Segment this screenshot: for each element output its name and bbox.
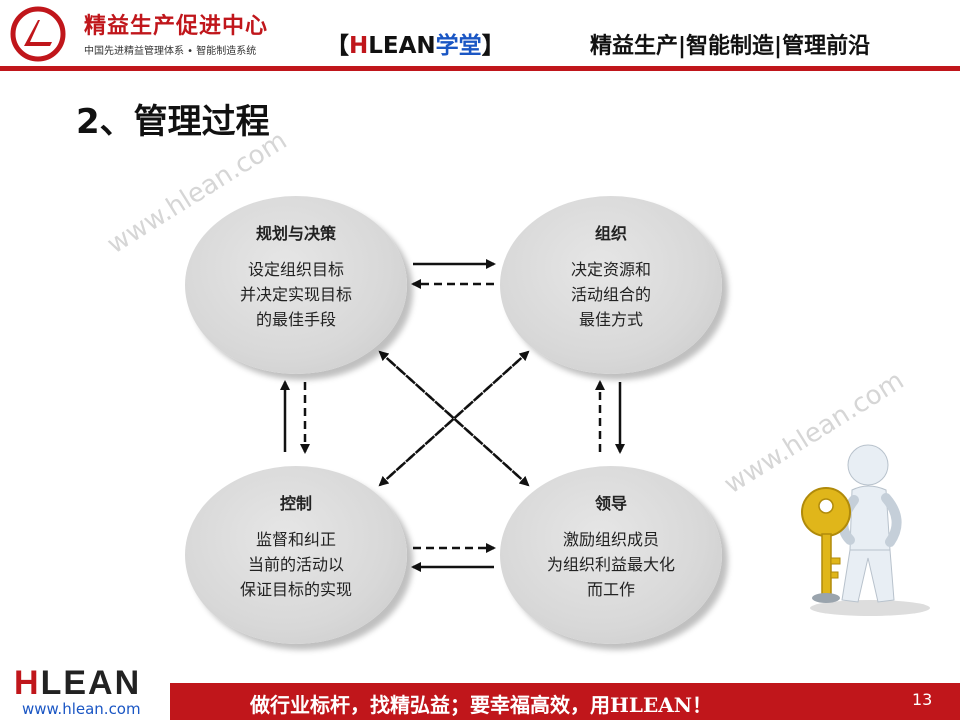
page-number: 13 <box>912 690 933 709</box>
logo-title: 精益生产促进中心 <box>84 14 269 39</box>
header-bar: 精益生产促进中心 中国先进精益管理体系 • 智能制造系统 【HLEAN学堂】 精… <box>0 0 960 72</box>
node-controlling-line: 当前的活动以 <box>247 555 344 574</box>
footer-logo-lean: LEAN <box>40 664 142 702</box>
node-organizing-title: 组织 <box>594 224 627 243</box>
header-divider <box>0 66 960 71</box>
node-organizing-line: 决定资源和 <box>570 260 651 279</box>
arrow-ctrl-to-org <box>379 350 530 486</box>
brand-open-bracket: 【 <box>326 33 349 59</box>
footer-url[interactable]: www.hlean.com <box>22 700 141 718</box>
node-leading-line: 激励组织成员 <box>562 530 659 549</box>
node-controlling-title: 控制 <box>279 494 312 513</box>
brand-close-bracket: 】 <box>481 33 505 59</box>
footer-logo: HLEAN <box>14 664 141 703</box>
node-leading-title: 领导 <box>594 494 627 513</box>
brand-label: 【HLEAN学堂】 <box>326 26 505 60</box>
node-planning-line: 设定组织目标 <box>247 260 344 279</box>
brand-lean: LEAN <box>368 33 436 59</box>
slide-title: 2、管理过程 <box>76 102 270 142</box>
footer-slogan: 做行业标杆，找精弘益；要幸福高效，用HLEAN！ <box>250 693 713 717</box>
node-organizing-line: 活动组合的 <box>570 285 651 304</box>
arrow-plan-to-lead <box>379 351 530 487</box>
node-leading-line: 而工作 <box>586 580 635 599</box>
node-organizing-line: 最佳方式 <box>578 310 643 329</box>
node-controlling-line: 监督和纠正 <box>255 530 336 549</box>
node-organizing: 组织 决定资源和 活动组合的 最佳方式 <box>500 196 722 374</box>
logo-icon <box>10 6 66 62</box>
header-tagline: 精益生产|智能制造|管理前沿 <box>590 34 871 59</box>
node-controlling: 控制 监督和纠正 当前的活动以 保证目标的实现 <box>185 466 407 644</box>
node-planning: 规划与决策 设定组织目标 并决定实现目标 的最佳手段 <box>185 196 407 374</box>
key-figure-illustration <box>801 444 930 616</box>
footer-bar <box>170 683 960 720</box>
node-planning-title: 规划与决策 <box>255 224 336 243</box>
footer-logo-h: H <box>14 664 41 702</box>
brand-h: H <box>349 33 369 59</box>
node-planning-line: 的最佳手段 <box>255 310 336 329</box>
arrow-org-to-ctrl <box>378 351 529 487</box>
node-leading: 领导 激励组织成员 为组织利益最大化 而工作 <box>500 466 722 644</box>
node-planning-line: 并决定实现目标 <box>239 285 352 304</box>
node-leading-line: 为组织利益最大化 <box>546 555 675 574</box>
arrow-lead-to-plan <box>378 350 529 486</box>
node-controlling-line: 保证目标的实现 <box>239 580 352 599</box>
brand-school: 学堂 <box>435 33 482 59</box>
logo-subtitle: 中国先进精益管理体系 • 智能制造系统 <box>84 46 257 57</box>
